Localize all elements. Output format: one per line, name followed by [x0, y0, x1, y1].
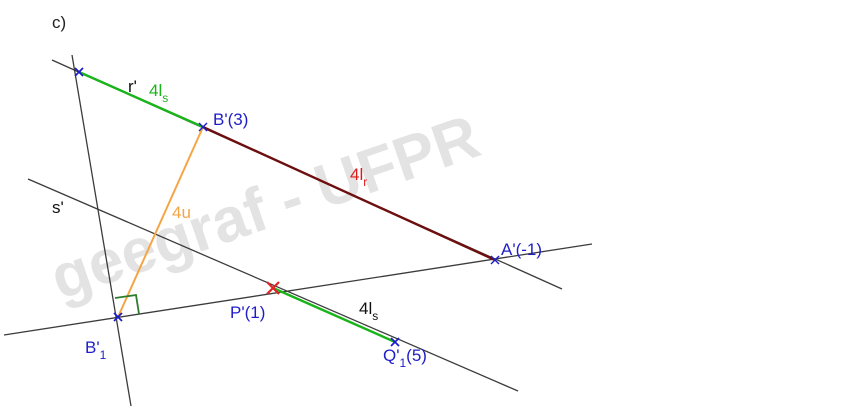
- line-s-prime: [27, 178, 519, 392]
- measure-4ls-top-label: 4ls: [149, 81, 168, 105]
- right-angle-marker: [114, 293, 140, 315]
- point-b-prime-marker: [198, 122, 208, 132]
- segment-4ls-r-prime: [78, 70, 204, 129]
- point-q1-marker: [390, 337, 400, 347]
- point-b1-marker: [113, 312, 123, 322]
- part-label: c): [52, 13, 66, 32]
- point-p-prime-marker: [266, 281, 280, 295]
- point-q1-label: Q'1(5): [383, 346, 427, 370]
- point-b-prime-label: B'(3): [213, 110, 248, 129]
- measure-4u-label: 4u: [172, 203, 191, 222]
- point-p-prime-label: P'(1): [230, 303, 265, 322]
- segment-4ls-s-prime: [272, 286, 396, 344]
- point-r-start-marker: [74, 67, 84, 77]
- measure-4ls-bottom-label: 4ls: [359, 299, 378, 323]
- point-a-prime-label: A'(-1): [501, 240, 542, 259]
- line-perpendicular: [71, 54, 132, 406]
- line-r-prime-label: r': [128, 77, 137, 96]
- point-b1-label: B'1: [85, 338, 107, 362]
- measure-4lr-label: 4lr: [350, 165, 367, 189]
- segment-4lr: [202, 125, 496, 262]
- point-a-prime-marker: [490, 255, 500, 265]
- segment-4u: [117, 126, 204, 318]
- line-s-prime-label: s': [52, 198, 64, 217]
